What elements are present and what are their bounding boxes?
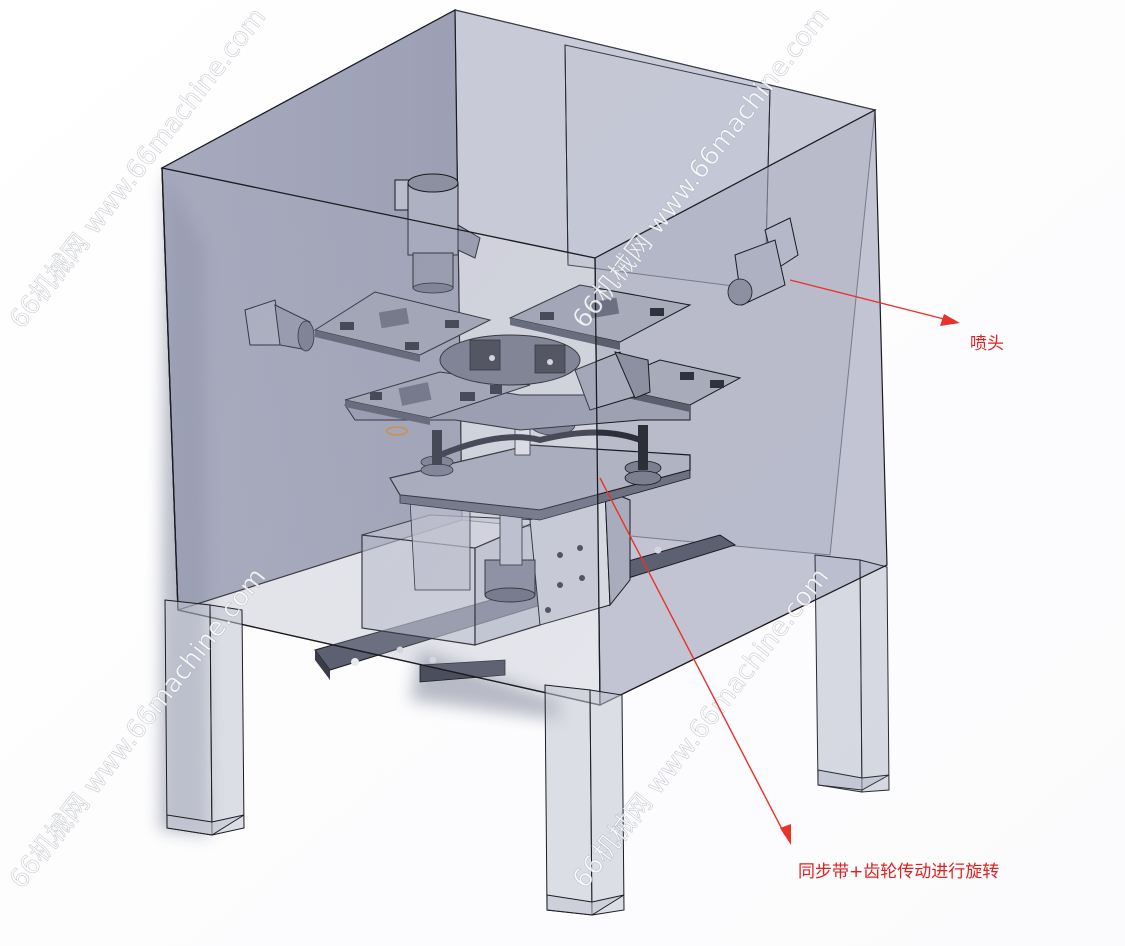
front-legs bbox=[164, 599, 625, 916]
back-legs bbox=[814, 554, 890, 793]
annotation-rotation: 同步带+齿轮传动进行旋转 bbox=[798, 862, 1000, 882]
annotation-arrows bbox=[599, 279, 960, 845]
nozzle-right bbox=[727, 217, 799, 306]
arrow-nozzle bbox=[789, 279, 949, 321]
arrowhead-rotation bbox=[780, 824, 791, 845]
arrowhead-nozzle bbox=[940, 314, 960, 326]
arrow-rotation bbox=[599, 477, 786, 836]
annotation-nozzle: 喷头 bbox=[970, 334, 1004, 354]
